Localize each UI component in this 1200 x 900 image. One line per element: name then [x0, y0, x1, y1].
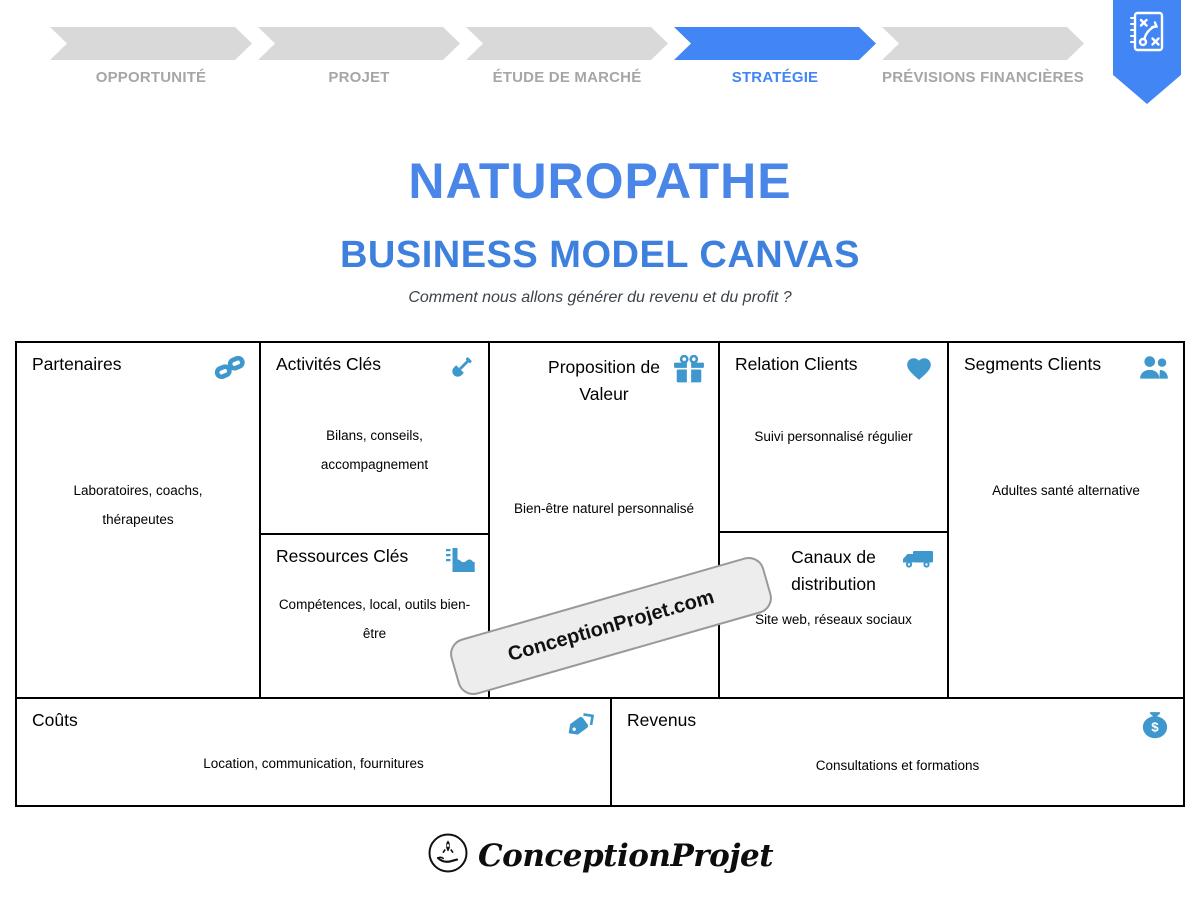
process-bar: OPPORTUNITÉ PROJET ÉTUDE DE MARCHÉ STRAT… — [50, 27, 1096, 86]
chevron-shape — [50, 27, 252, 60]
cell-content: Compétences, local, outils bien-être — [278, 597, 471, 641]
page-tagline: Comment nous allons générer du revenu et… — [408, 289, 792, 306]
cell-title: Partenaires — [32, 354, 122, 374]
heart-icon — [904, 355, 934, 386]
page-subtitle: BUSINESS MODEL CANVAS — [339, 234, 861, 276]
cell-title: Canaux de distribution — [791, 547, 876, 594]
cell-content: Bien-être naturel personnalisé — [513, 501, 695, 516]
factory-icon — [445, 547, 475, 578]
cell-content: Laboratoires, coachs, thérapeutes — [73, 483, 203, 527]
step-label: ÉTUDE DE MARCHÉ — [492, 69, 642, 86]
money-bag-icon: $ — [1140, 711, 1170, 746]
footer-brand: ConceptionProjet — [0, 832, 1200, 879]
tactics-board-icon — [1126, 9, 1168, 62]
cell-title: Activités Clés — [276, 354, 382, 374]
step-label: PROJET — [328, 69, 390, 86]
cell-segments-clients: Segments Clients Adultes santé alternati… — [947, 341, 1185, 699]
brand-text: ConceptionProjet — [477, 837, 774, 874]
canvas-grid: Partenaires Laboratoires, coachs, thérap… — [15, 341, 1185, 807]
cell-title: Ressources Clés — [276, 546, 409, 566]
users-icon — [1138, 355, 1170, 386]
step-label: OPPORTUNITÉ — [95, 69, 207, 86]
page-title: NATUROPATHE — [408, 153, 792, 209]
step-projet[interactable]: PROJET — [258, 27, 460, 86]
cell-content: Bilans, conseils, accompagnement — [320, 428, 429, 472]
strategy-ribbon — [1113, 0, 1181, 104]
chevron-shape — [674, 27, 876, 60]
cell-activites-cles: Activités Clés Bilans, conseils, accompa… — [259, 341, 490, 535]
chevron-shape — [466, 27, 668, 60]
cell-title: Segments Clients — [964, 354, 1102, 374]
step-strategie-active[interactable]: STRATÉGIE — [674, 27, 876, 86]
step-label: STRATÉGIE — [731, 69, 819, 86]
chevron-shape — [258, 27, 460, 60]
link-icon — [214, 355, 246, 386]
gift-icon — [673, 354, 705, 388]
cell-content: Site web, réseaux sociaux — [755, 612, 912, 627]
cell-revenus: Revenus $ Consultations et formations — [610, 697, 1185, 807]
cell-title: Revenus — [627, 710, 697, 730]
cell-content: Location, communication, fournitures — [203, 756, 424, 771]
hand-rocket-logo-icon — [427, 832, 469, 879]
truck-icon — [902, 545, 934, 576]
cell-relation-clients: Relation Clients Suivi personnalisé régu… — [718, 341, 949, 533]
svg-text:$: $ — [1151, 719, 1159, 734]
cell-title: Proposition de Valeur — [548, 357, 660, 404]
step-opportunite[interactable]: OPPORTUNITÉ — [50, 27, 252, 86]
step-previsions-financieres[interactable]: PRÉVISIONS FINANCIÈRES — [882, 27, 1084, 86]
chevron-shape — [882, 27, 1084, 60]
cell-content: Adultes santé alternative — [992, 483, 1140, 498]
cell-content: Consultations et formations — [815, 758, 980, 773]
price-tags-icon — [563, 711, 597, 744]
cell-title: Coûts — [32, 710, 78, 730]
step-etude-de-marche[interactable]: ÉTUDE DE MARCHÉ — [466, 27, 668, 86]
step-label: PRÉVISIONS FINANCIÈRES — [882, 69, 1084, 86]
cell-partenaires: Partenaires Laboratoires, coachs, thérap… — [15, 341, 261, 699]
cell-content: Suivi personnalisé régulier — [754, 429, 913, 444]
shovel-icon — [445, 355, 475, 388]
cell-couts: Coûts Location, communication, fournitur… — [15, 697, 612, 807]
cell-title: Relation Clients — [735, 354, 858, 374]
